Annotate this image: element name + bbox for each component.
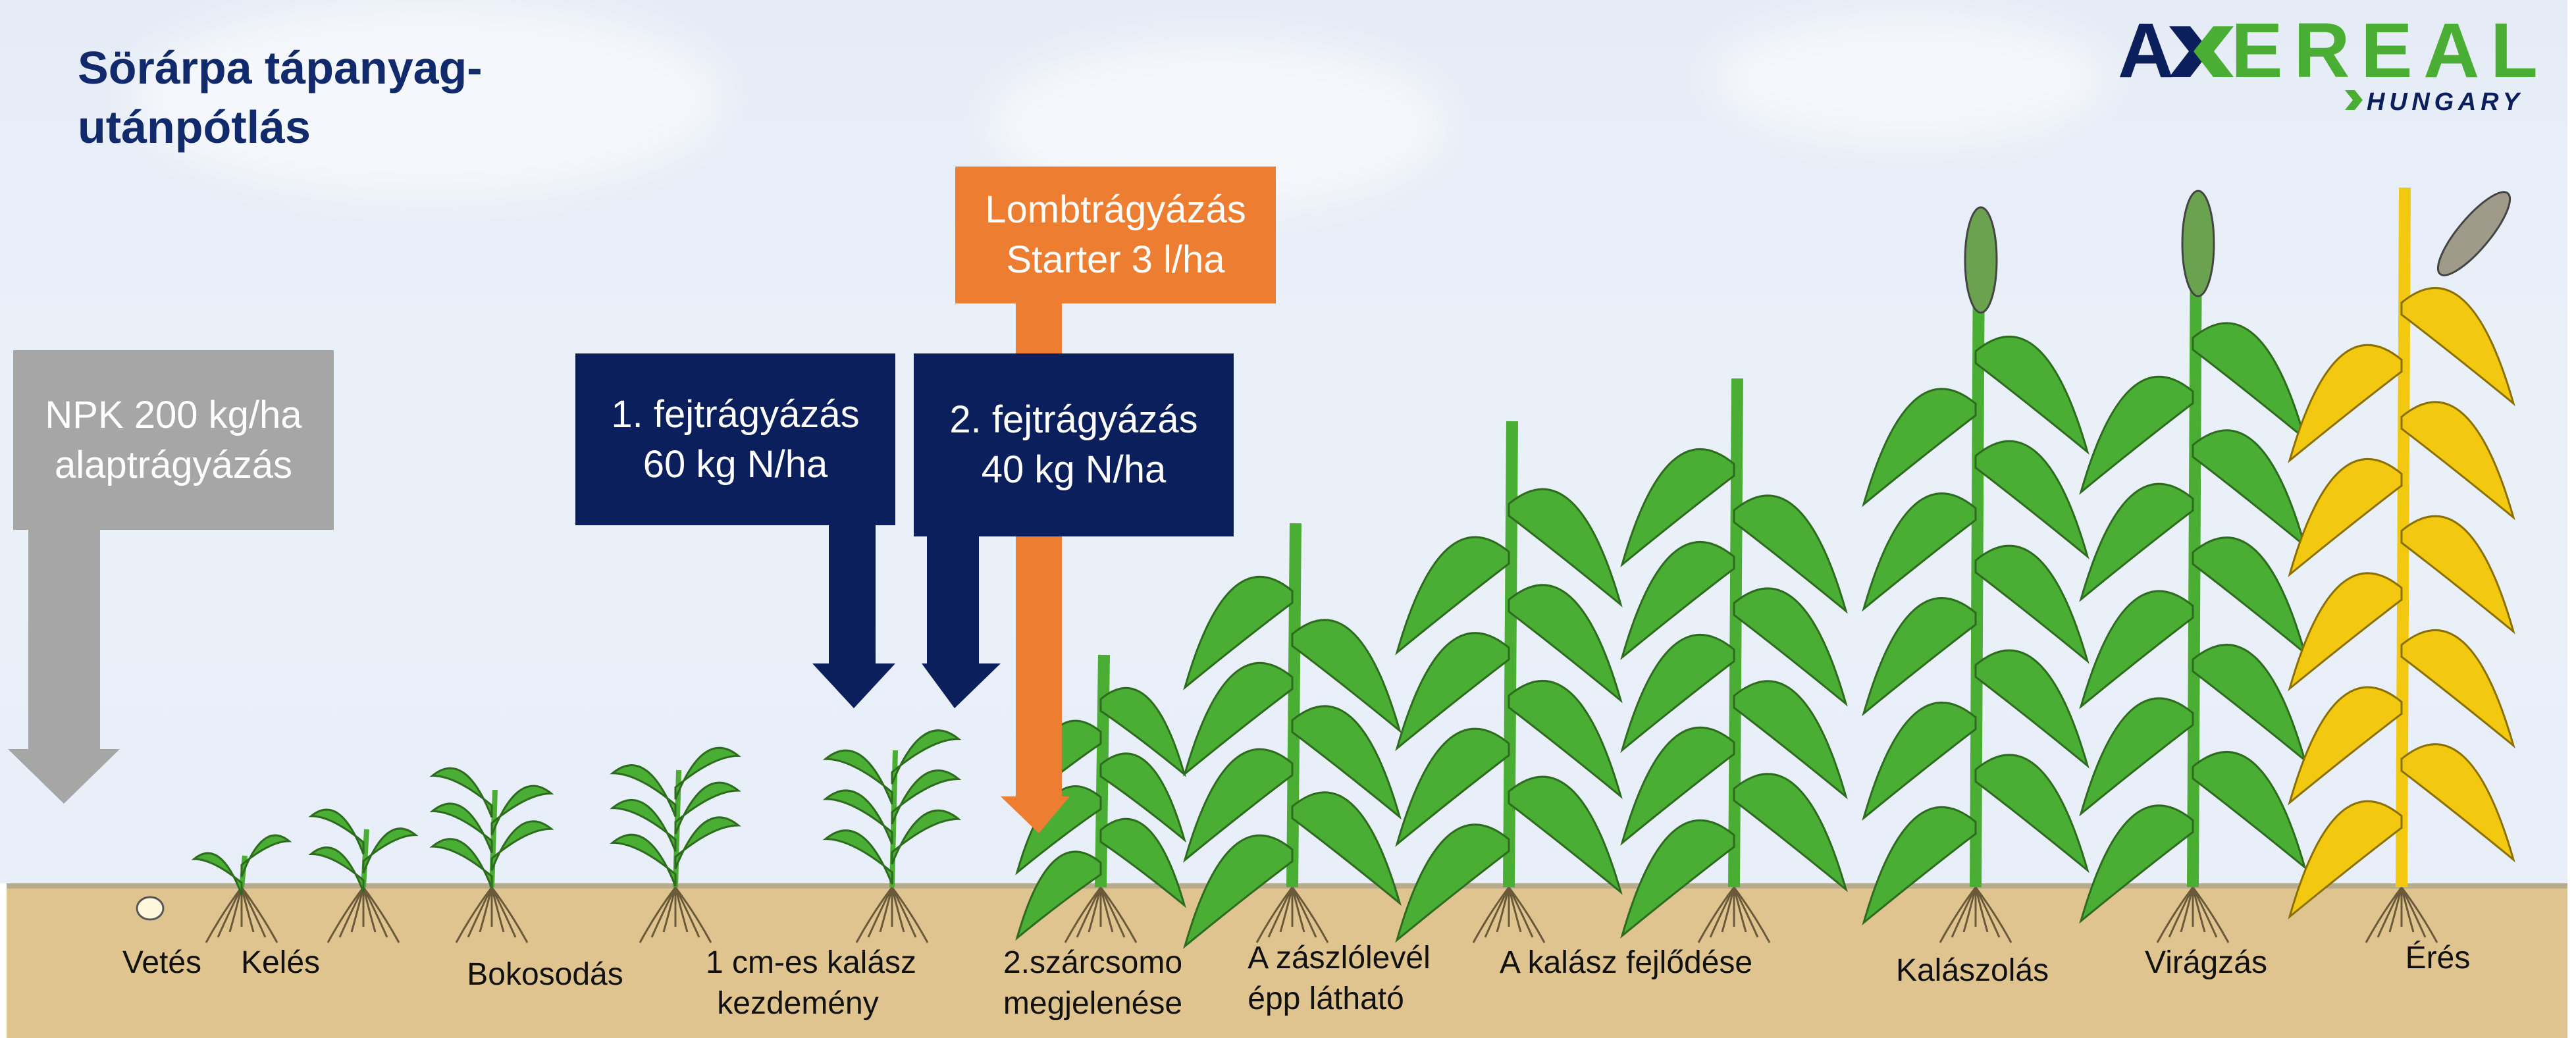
stage-label-bokosodas: Bokosodás: [467, 954, 623, 995]
stage-line: Kelés: [240, 945, 321, 980]
plant-stage-12-icon: [2288, 187, 2515, 943]
fej2-line-1: 2. fejtrágyázás: [949, 398, 1198, 441]
fej2-line-2: 40 kg N/ha: [981, 448, 1167, 491]
svg-text:HUNGARY: HUNGARY: [2367, 88, 2522, 113]
plant-stage-10-icon: [1862, 206, 2090, 943]
lomb-box: Lombtrágyázás Starter 3 l/ha: [955, 167, 1276, 303]
plant-stage-1-icon: [191, 834, 292, 943]
stage-line: Bokosodás: [467, 957, 623, 992]
npk-line-1: NPK 200 kg/ha: [45, 393, 302, 436]
fej1-box: 1. fejtrágyázás 60 kg N/ha: [575, 353, 895, 525]
stage-line: Érés: [2405, 941, 2471, 975]
page-title: Sörárpa tápanyag- utánpótlás: [78, 38, 483, 157]
stage-line: megjelenése: [1003, 986, 1183, 1021]
npk-box: NPK 200 kg/ha alaptrágyázás: [13, 350, 334, 530]
stage-line: A zászlólevél: [1248, 941, 1431, 975]
stage-label-kalasz-kezdemeny: 1 cm-es kalász kezdemény: [706, 943, 916, 1024]
stage-label-zaszlolevel: A zászlólevél épp látható: [1248, 938, 1430, 1020]
stage-line: 1 cm-es kalász: [705, 945, 917, 980]
stage-line: Vetés: [122, 945, 202, 980]
plant-stage-7-icon: [1183, 523, 1402, 949]
svg-text:A: A: [2118, 14, 2174, 94]
stage-line: Virágzás: [2145, 945, 2267, 980]
npk-arrow: [8, 530, 120, 804]
stage-label-keles: Kelés: [241, 943, 320, 983]
stage-label-szarcsomo: 2.szárcsomo megjelenése: [1003, 943, 1182, 1024]
plant-stage-5-icon: [822, 729, 962, 943]
stage-line: A kalász fejlődése: [1499, 945, 1753, 980]
stage-label-kalaszolas: Kalászolás: [1896, 950, 2049, 991]
stage-line: épp látható: [1248, 981, 1404, 1016]
lomb-line-1: Lombtrágyázás: [985, 188, 1246, 231]
fej1-line-2: 60 kg N/ha: [643, 442, 828, 486]
seed-icon: [136, 896, 165, 921]
fej1-line-1: 1. fejtrágyázás: [611, 392, 860, 436]
npk-line-2: alaptrágyázás: [54, 443, 293, 486]
stage-line: kezdemény: [717, 986, 879, 1021]
stage-label-eres: Érés: [2405, 938, 2471, 979]
plant-stage-2-icon: [308, 808, 419, 943]
stage-label-kalasz-fejlodese: A kalász fejlődése: [1500, 943, 1752, 983]
stage-label-viragzas: Virágzás: [2145, 943, 2267, 983]
plant-stage-11-icon: [2079, 190, 2307, 943]
stage-line: Kalászolás: [1895, 953, 2049, 988]
title-line-1: Sörárpa tápanyag-: [78, 42, 483, 93]
plant-stage-3-icon: [429, 767, 554, 943]
plant-stage-4-icon: [610, 746, 741, 943]
plant-stage-9-icon: [1620, 378, 1848, 943]
fej2-arrow: [922, 536, 1001, 708]
lomb-line-2: Starter 3 l/ha: [1006, 238, 1225, 281]
plant-stage-8-icon: [1395, 421, 1623, 943]
stage-label-vetes: Vetés: [122, 943, 201, 983]
fej2-box: 2. fejtrágyázás 40 kg N/ha: [914, 353, 1234, 536]
title-line-2: utánpótlás: [78, 101, 311, 153]
axereal-hungary-logo: A EREAL HUNGARY: [2118, 14, 2538, 113]
fej1-arrow: [812, 525, 895, 708]
stage-line: 2.szárcsomo: [1003, 945, 1183, 980]
